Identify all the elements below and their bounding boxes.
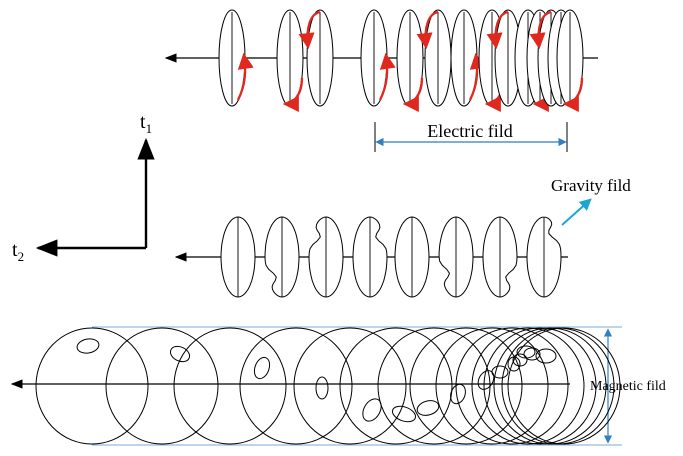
magnetic-circle xyxy=(339,327,453,445)
electric-rotation-arrow xyxy=(529,10,552,50)
gravity-shape xyxy=(438,216,474,298)
magnetic-circle xyxy=(173,327,287,445)
electric-rotation-arrow xyxy=(486,10,509,50)
electric-rotation-arrow xyxy=(298,10,321,50)
electric-rotation-arrow xyxy=(468,52,486,101)
magnetic-circle-outline xyxy=(35,327,149,445)
magnetic-circle-outline xyxy=(239,327,353,445)
electric-field-label: Electric fild xyxy=(427,121,512,141)
electric-rotation-arrow xyxy=(282,77,304,113)
magnetic-circle-outline xyxy=(105,327,219,445)
gravity-shape xyxy=(264,216,300,298)
electric-rotation-arrow xyxy=(402,77,424,113)
t1-label: t1 xyxy=(140,111,152,136)
magnetic-circle-outline xyxy=(339,327,453,445)
gravity-shape xyxy=(308,216,344,298)
electric-disc xyxy=(218,9,254,107)
magnetic-circle-outline xyxy=(483,327,597,445)
magnetic-circle-outline xyxy=(409,327,523,445)
magnetic-inner-blob xyxy=(76,338,100,354)
magnetic-inner-blob xyxy=(535,348,557,364)
gravity-shape xyxy=(526,216,562,298)
electric-field-row xyxy=(164,9,598,113)
t2-label: t2 xyxy=(12,239,24,264)
magnetic-circle xyxy=(35,327,149,445)
magnetic-circle xyxy=(471,327,585,445)
magnetic-circle-outline xyxy=(293,327,407,445)
magnetic-circle xyxy=(293,327,407,445)
magnetic-circle xyxy=(455,327,569,445)
gravity-shape xyxy=(394,216,430,298)
magnetic-inner-blob xyxy=(169,345,191,363)
magnetic-circle-outline xyxy=(471,327,585,445)
electric-disc xyxy=(396,9,424,113)
time-axes: t1 t2 xyxy=(12,111,155,264)
magnetic-inner-blob xyxy=(450,383,466,405)
magnetic-circle xyxy=(239,327,353,445)
magnetic-circle-outline xyxy=(455,327,569,445)
magnetic-circle xyxy=(377,327,491,445)
gravity-field-row: Gravity fild xyxy=(174,176,631,298)
magnetic-circle xyxy=(483,327,597,445)
magnetic-inner-blob xyxy=(391,405,417,423)
magnetic-circle-outline xyxy=(493,327,607,445)
electric-field-span: Electric fild xyxy=(374,121,568,152)
gravity-deformed-shapes xyxy=(220,216,562,298)
electric-disc xyxy=(276,9,304,113)
electric-disc xyxy=(360,9,396,107)
electric-disc xyxy=(298,9,334,107)
magnetic-circle-outline xyxy=(507,327,621,445)
magnetic-circle xyxy=(409,327,523,445)
electric-rotation-arrow xyxy=(236,52,254,101)
electric-rotation-arrow xyxy=(416,10,439,50)
gravity-shape xyxy=(352,216,388,298)
electric-disc xyxy=(486,9,522,107)
gravity-pointer-arrow xyxy=(561,198,592,226)
magnetic-inner-blob xyxy=(253,356,271,380)
magnetic-circle-outline xyxy=(173,327,287,445)
electric-disc xyxy=(416,9,452,107)
gravity-shape xyxy=(220,216,256,298)
magnetic-circle xyxy=(435,327,549,445)
magnetic-inner-blob xyxy=(315,376,329,400)
magnetic-circles xyxy=(35,327,621,445)
magnetic-inner-blob xyxy=(362,398,382,422)
magnetic-inner-blob xyxy=(477,370,495,390)
magnetic-circle-outline xyxy=(435,327,549,445)
magnetic-field-label: Magnetic fild xyxy=(590,379,666,394)
magnetic-inner-blob xyxy=(507,356,521,372)
magnetic-inner-blob xyxy=(491,365,509,379)
magnetic-inner-blob xyxy=(416,400,440,416)
magnetic-circle xyxy=(105,327,219,445)
electric-disc xyxy=(450,9,486,107)
electric-rotation-arrow xyxy=(378,52,396,101)
magnetic-circle xyxy=(507,327,621,445)
magnetic-circle-outline xyxy=(377,327,491,445)
magnetic-field-row: Magnetic fild xyxy=(10,326,666,446)
electric-discs xyxy=(218,9,584,113)
magnetic-inner-blob xyxy=(516,345,536,359)
electric-rotation-arrow xyxy=(562,77,584,113)
magnetic-circle xyxy=(493,327,607,445)
electric-disc xyxy=(556,9,584,113)
gravity-field-label: Gravity fild xyxy=(551,176,631,195)
gravity-shape xyxy=(482,216,518,298)
